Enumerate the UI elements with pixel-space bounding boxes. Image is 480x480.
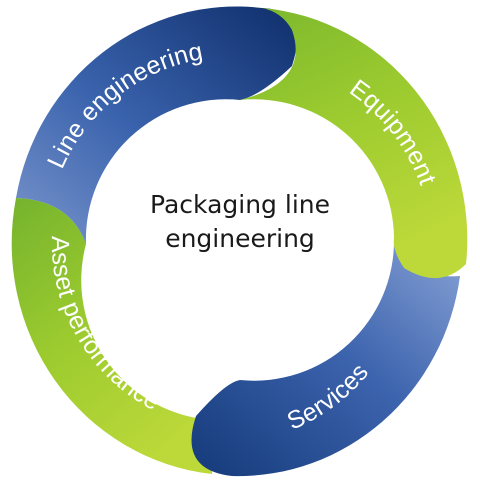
segment-services (191, 238, 460, 477)
segment-line-engineering (16, 6, 297, 245)
center-title-line-2: engineering (165, 224, 315, 253)
center-disc (103, 103, 377, 377)
center-title: Packaging line engineering (90, 188, 390, 256)
segment-asset-performance (11, 198, 214, 474)
center-title-line-1: Packaging line (150, 190, 330, 219)
segment-equipment (240, 8, 468, 279)
